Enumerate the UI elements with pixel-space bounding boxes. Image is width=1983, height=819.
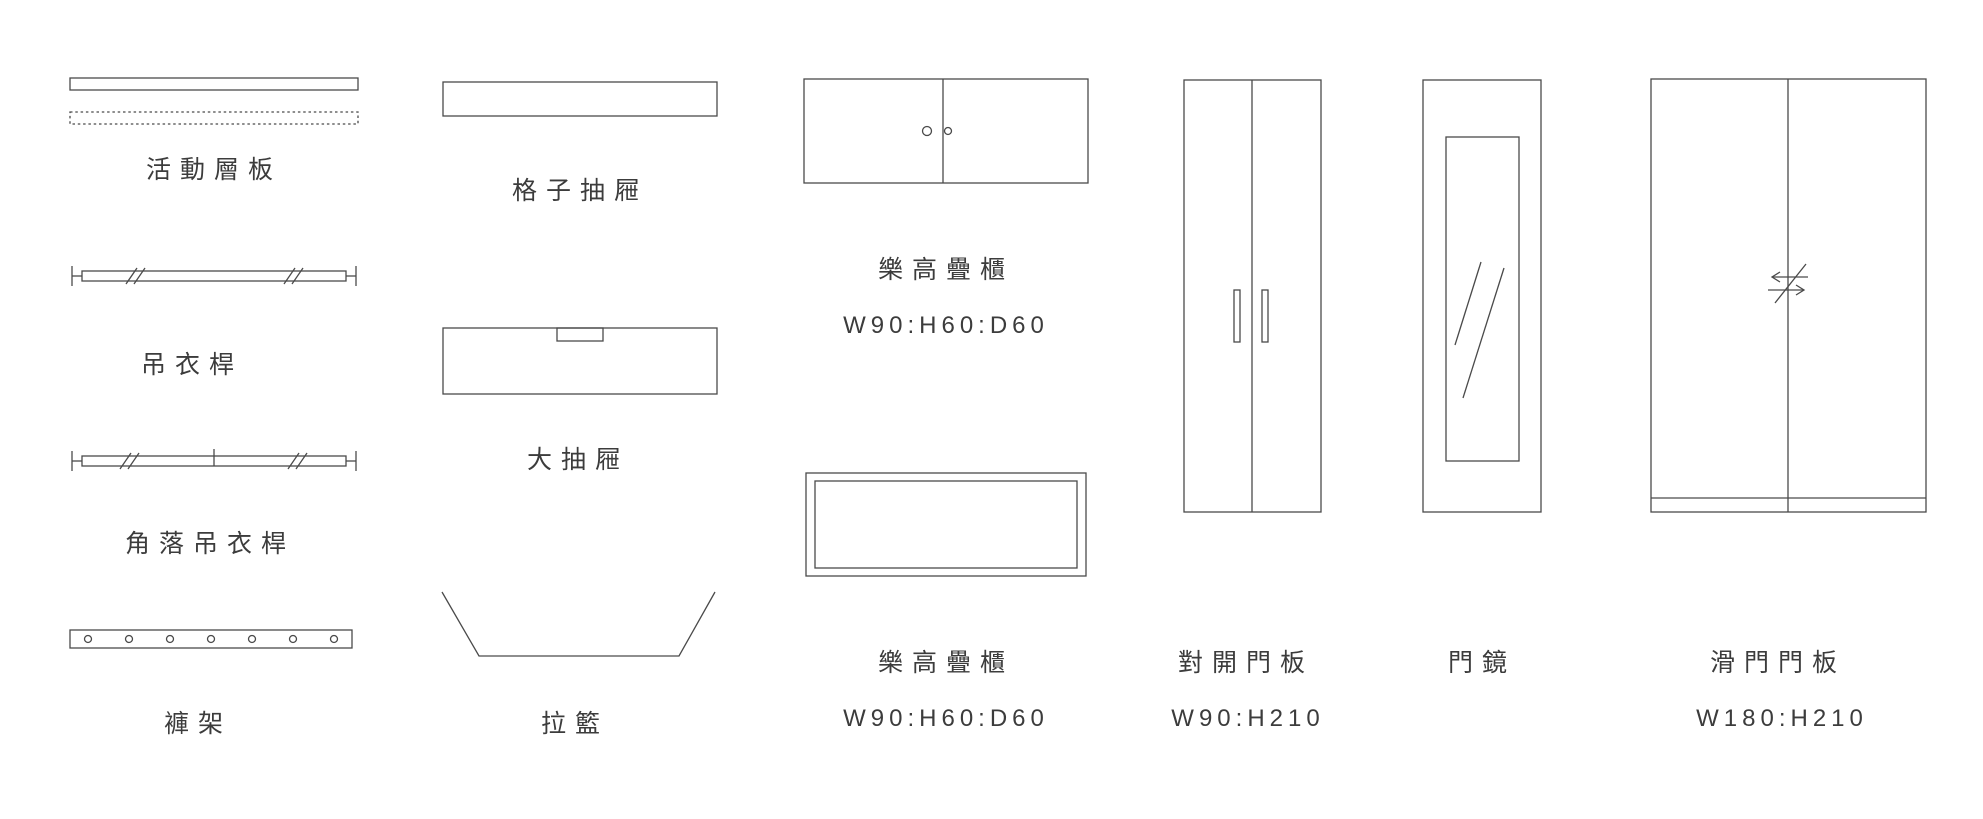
mirror-glass	[1445, 136, 1520, 462]
label-sliding-door-panel: 滑門門板	[1709, 649, 1847, 677]
dimensions-stack-cabinet-front: W90:H60:D60	[843, 705, 1049, 732]
left-knob	[921, 125, 933, 137]
stack-cabinet-front-drawing	[805, 472, 1087, 577]
dotted-shelf-bar	[69, 111, 359, 125]
double-door-panel-drawing	[1183, 79, 1322, 513]
label-hanging-rod: 吊衣桿	[140, 351, 244, 379]
movable-shelf-drawing	[69, 77, 359, 125]
dimensions-sliding-door-panel: W180:H210	[1696, 705, 1868, 732]
right-door-handle	[1261, 289, 1269, 343]
dimensions-double-door-panel: W90:H210	[1171, 705, 1325, 732]
label-stack-cabinet-front: 樂高疊櫃	[877, 649, 1015, 677]
label-stack-cabinet-top: 樂高疊櫃	[877, 256, 1015, 284]
label-large-drawer: 大抽屜	[526, 446, 630, 474]
left-door-handle	[1233, 289, 1241, 343]
stack-cabinet-top-drawing	[803, 78, 1089, 184]
sliding-door-panel-drawing	[1650, 78, 1927, 513]
hanging-rod-drawing	[71, 266, 357, 286]
right-knob	[943, 126, 953, 136]
large-drawer-drawing	[442, 327, 718, 395]
pull-basket-drawing	[441, 591, 716, 657]
label-corner-hanging-rod: 角落吊衣桿	[124, 530, 296, 558]
label-trouser-rack: 褲架	[163, 710, 233, 738]
label-movable-shelf: 活動層板	[145, 156, 283, 184]
label-double-door-panel: 對開門板	[1177, 649, 1315, 677]
trouser-rack-drawing	[69, 629, 353, 649]
dimensions-stack-cabinet-top: W90:H60:D60	[843, 312, 1049, 339]
drawer-handle-notch	[556, 327, 604, 342]
grid-drawer-drawing	[442, 81, 718, 117]
door-mirror-drawing	[1422, 79, 1542, 513]
label-door-mirror: 門鏡	[1447, 649, 1517, 677]
label-pull-basket: 拉籃	[540, 710, 610, 738]
corner-hanging-rod-drawing	[71, 449, 357, 471]
sliding-direction-symbol	[1768, 263, 1808, 304]
label-grid-drawer: 格子抽屜	[511, 177, 649, 205]
